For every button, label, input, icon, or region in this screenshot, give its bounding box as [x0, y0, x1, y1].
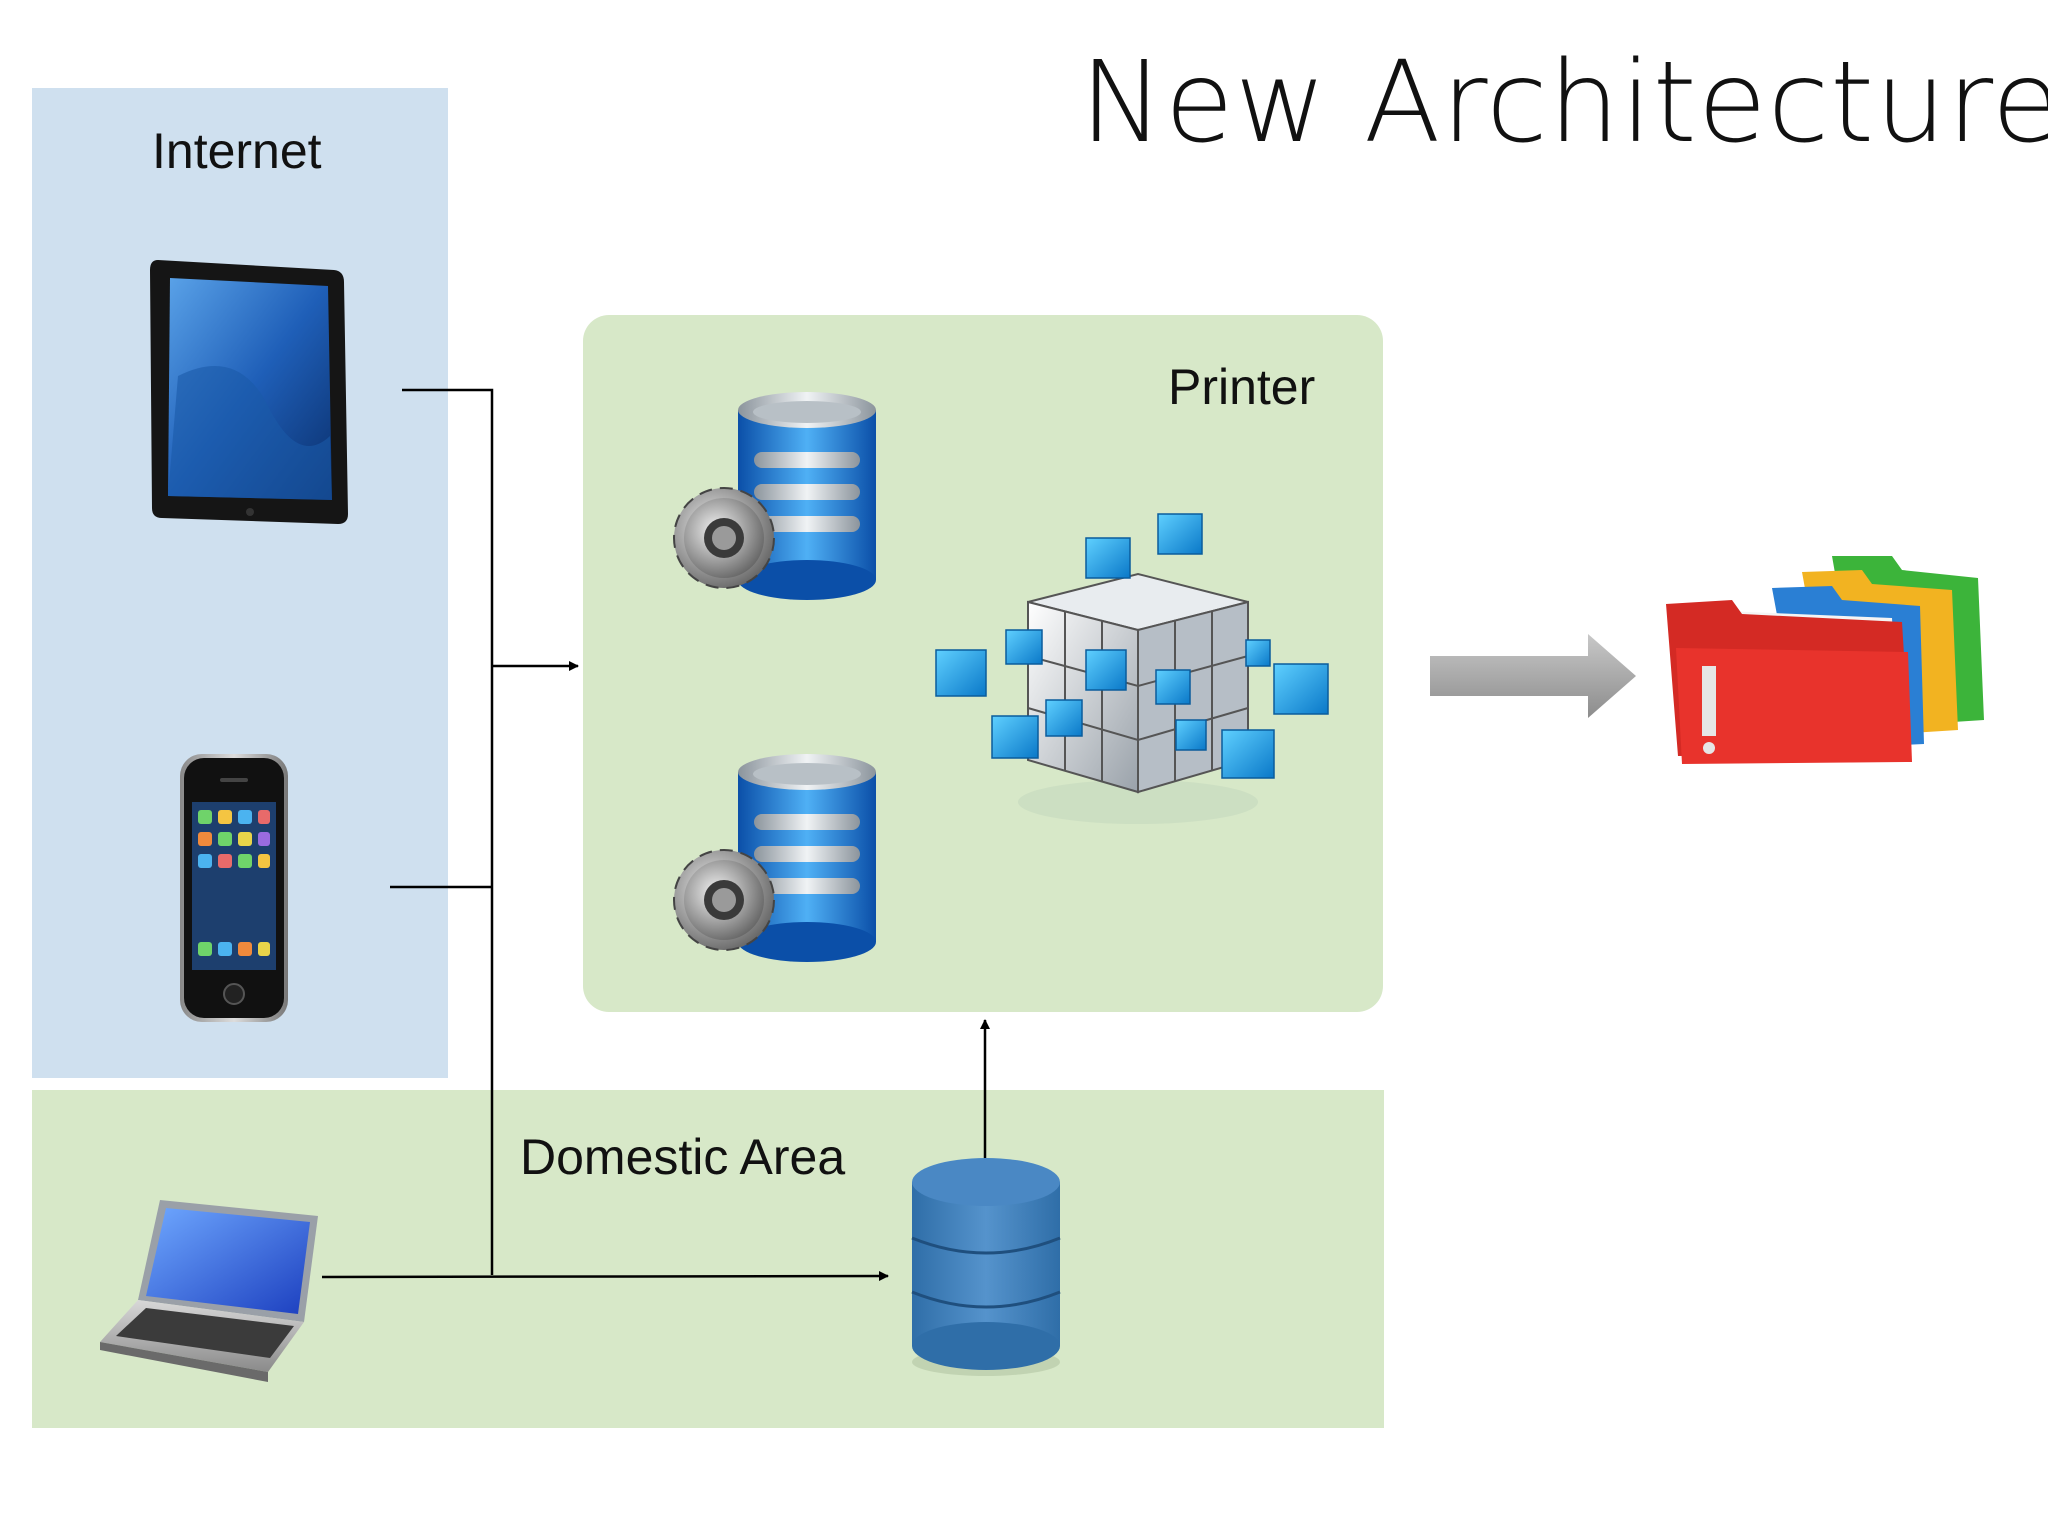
- laptop-to-database-arrow: [321, 1271, 889, 1282]
- database-gear-icon: [673, 392, 876, 600]
- data-cube-icon: [935, 513, 1329, 824]
- domestic-area-label: Domestic Area: [520, 1129, 846, 1185]
- tablet-connector: [402, 388, 494, 1275]
- page-title: New Architecture: [1080, 38, 2048, 168]
- tablet-icon: [150, 260, 348, 524]
- internet-label: Internet: [152, 123, 322, 179]
- smartphone-icon: [180, 754, 288, 1022]
- laptop-icon: [100, 1200, 318, 1382]
- folders-icon: [1666, 556, 1984, 764]
- gray-arrow-icon: [1430, 634, 1636, 718]
- database-gear-icon: [673, 754, 876, 962]
- printer-label: Printer: [1168, 359, 1316, 415]
- database-icon: [911, 1158, 1061, 1376]
